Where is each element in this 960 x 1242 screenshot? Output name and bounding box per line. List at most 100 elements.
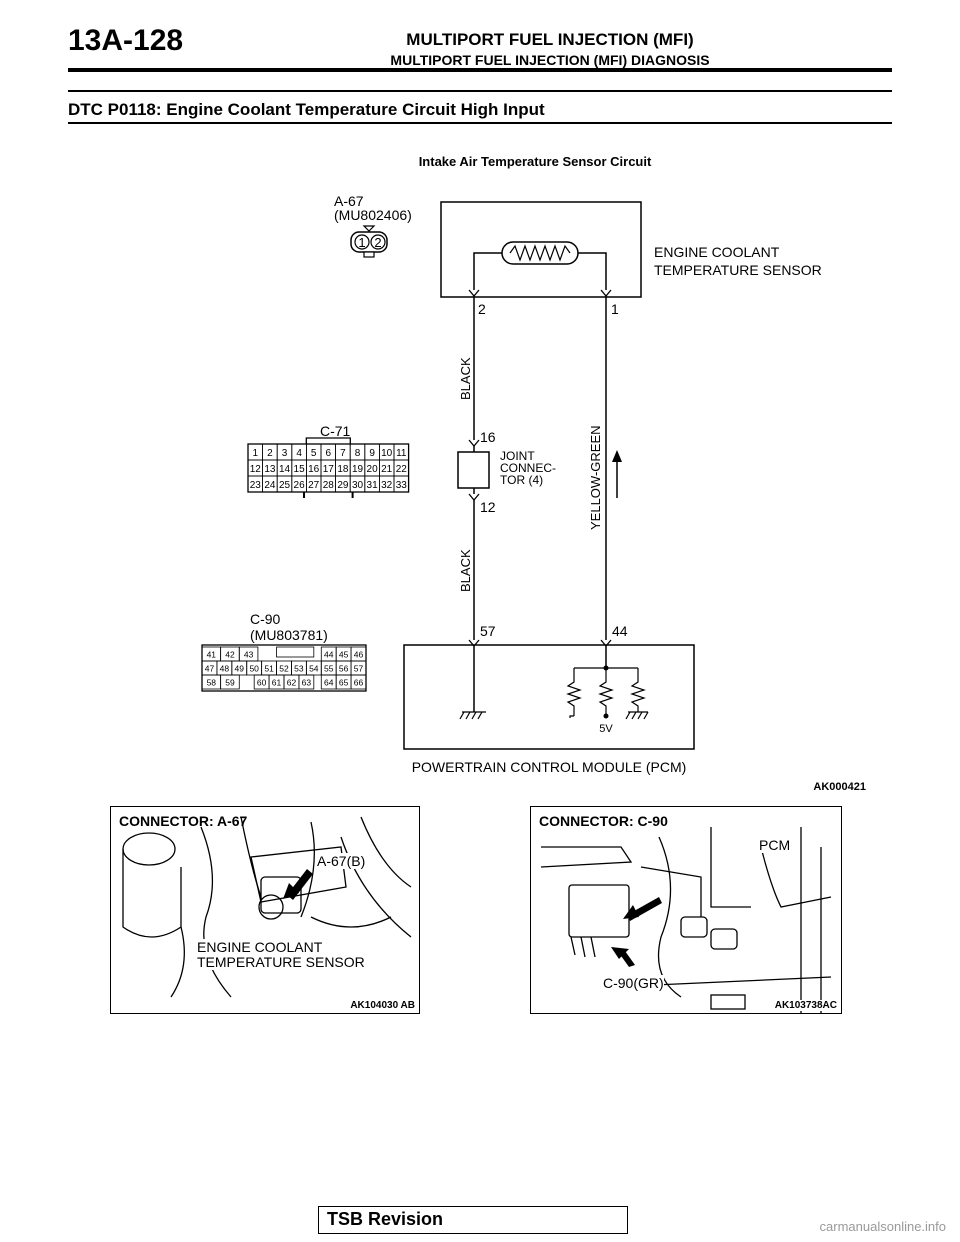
c71-pin-label: 3	[282, 448, 288, 459]
c90-pin-label: 59	[225, 678, 235, 688]
connector-c90-id: C-90	[250, 611, 281, 627]
connector-a67-id: A-67	[334, 193, 364, 209]
photo-a67-caption-1: ENGINE COOLANT	[197, 939, 323, 955]
photo-c90: CONNECTOR: C-90 PCM C-90(GR) AK103738AC	[530, 806, 842, 1014]
page-number: 13A-128	[68, 24, 184, 57]
c90-pin-label: 43	[244, 650, 254, 660]
photo-c90-figure-code: AK103738AC	[774, 1000, 837, 1011]
c90-key	[276, 646, 315, 658]
c90-pin-label: 49	[235, 664, 245, 674]
c71-cell	[393, 475, 410, 493]
c90-pin-label: 47	[205, 664, 215, 674]
wiring-diagram: Intake Air Temperature Sensor Circuit A-…	[201, 154, 866, 793]
pcm-pin-57: 57	[480, 623, 496, 639]
c71-pin-label: 17	[323, 464, 335, 475]
c71-pin-label: 4	[296, 448, 302, 459]
wire-label-yellow-green: YELLOW-GREEN	[588, 425, 603, 530]
c90-pin-label: 66	[354, 678, 364, 688]
ground-symbol-left	[459, 711, 486, 720]
c71-pin-label: 31	[367, 480, 379, 491]
diagram-title: Intake Air Temperature Sensor Circuit	[419, 154, 652, 169]
sensor-box	[440, 201, 642, 298]
c71-pin-label: 13	[264, 464, 276, 475]
c90-pin-label: 61	[272, 678, 282, 688]
pcm-label: POWERTRAIN CONTROL MODULE (PCM)	[412, 759, 687, 775]
footer-label: TSB Revision	[327, 1209, 444, 1229]
c90-pin-label: 54	[309, 664, 319, 674]
c90-pin-label: 48	[220, 664, 230, 674]
section-rule-top	[68, 90, 892, 92]
c90-pin-label: 52	[279, 664, 289, 674]
c90-pin-label: 62	[287, 678, 297, 688]
c90-pin-label: 50	[249, 664, 259, 674]
connector-a67-icon: 1 2	[350, 225, 388, 258]
joint-label-2: CONNEC-	[500, 461, 556, 475]
sensor-label-2: TEMPERATURE SENSOR	[654, 262, 822, 278]
c71-pin-label: 10	[381, 448, 393, 459]
c71-pin-label: 24	[264, 480, 276, 491]
connector-c71-id: C-71	[320, 423, 351, 439]
photo-a67-figure-code: AK104030 AB	[350, 1000, 415, 1011]
joint-label-1: JOINT	[500, 449, 535, 463]
engine-bay-drawing	[122, 816, 412, 998]
photo-a67-connector-label: CONNECTOR: A-67	[119, 813, 248, 829]
a67-pin-1: 1	[358, 235, 365, 250]
c71-pin-label: 32	[381, 480, 393, 491]
wire-label-black-upper: BLACK	[458, 357, 473, 400]
pcm-pin-44: 44	[612, 623, 628, 639]
c71-body	[247, 443, 410, 493]
voltage-label: 5V	[599, 723, 613, 735]
c90-pin-label: 46	[354, 650, 364, 660]
c71-pin-label: 8	[355, 448, 361, 459]
c71-pin-label: 23	[250, 480, 262, 491]
joint-connector	[457, 451, 490, 489]
manual-subtitle: MULTIPORT FUEL INJECTION (MFI) DIAGNOSIS	[390, 52, 710, 68]
watermark: carmanualsonline.info	[819, 1219, 946, 1234]
c71-pin-label: 20	[367, 464, 379, 475]
c71-pin-label: 25	[279, 480, 291, 491]
c90-pin-label: 58	[207, 678, 217, 688]
diagram-figure-code: AK000421	[813, 781, 866, 793]
c71-pin-label: 22	[396, 464, 408, 475]
c90-pin-label: 64	[324, 678, 334, 688]
c71-pin-label: 6	[326, 448, 332, 459]
header-rule	[68, 68, 892, 72]
sensor-pin-2: 2	[478, 301, 486, 317]
wire-label-black-lower: BLACK	[458, 549, 473, 592]
photo-a67-callout: A-67(B)	[317, 853, 366, 869]
c71-pin-label: 2	[267, 448, 273, 459]
photo-c90-callout: C-90(GR)	[603, 975, 664, 991]
c71-pin-label: 7	[340, 448, 346, 459]
c71-pin-label: 9	[369, 448, 375, 459]
section-rule-bottom	[68, 122, 892, 124]
c90-pin-label: 45	[339, 650, 349, 660]
footer-box: TSB Revision	[318, 1206, 628, 1234]
c71-pin-label: 15	[294, 464, 306, 475]
photo-c90-callout-pcm: PCM	[759, 837, 791, 853]
c71-pin-label: 27	[308, 480, 320, 491]
manual-title: MULTIPORT FUEL INJECTION (MFI)	[406, 30, 694, 49]
connector-c90-part: (MU803781)	[250, 627, 328, 643]
photo-c90-connector-label: CONNECTOR: C-90	[539, 813, 668, 829]
a67-pin-2: 2	[374, 235, 381, 250]
photo-a67-arrow	[283, 869, 313, 900]
photo-a67: CONNECTOR: A-67 A-67(B) ENGINE COOLANT T…	[110, 806, 420, 1014]
sensor-pin-1: 1	[611, 301, 619, 317]
c71-pin-label: 11	[396, 448, 407, 459]
c90-pin-label: 41	[207, 650, 217, 660]
c71-pin-label: 18	[337, 464, 349, 475]
joint-pin-16: 16	[480, 429, 496, 445]
c71-pin-label: 33	[396, 480, 408, 491]
joint-label-3: TOR (4)	[500, 473, 543, 487]
c71-pin-label: 26	[294, 480, 306, 491]
c90-pin-label: 51	[264, 664, 274, 674]
photo-a67-caption-2: TEMPERATURE SENSOR	[197, 954, 365, 970]
c90-pin-label: 60	[257, 678, 267, 688]
pcm-box	[403, 644, 695, 750]
c90-pin-label: 56	[339, 664, 349, 674]
pcm-area-drawing	[540, 827, 832, 1013]
c71-pin-label: 21	[381, 464, 393, 475]
c90-pin-label: 63	[302, 678, 312, 688]
c90-cell	[350, 674, 367, 690]
